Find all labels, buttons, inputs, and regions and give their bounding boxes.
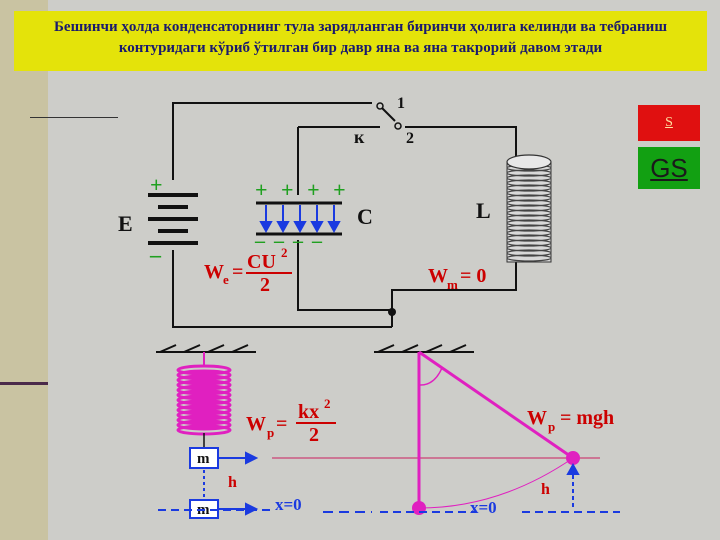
spring-h-label: h <box>228 474 237 491</box>
svg-text:=: = <box>232 261 243 283</box>
svg-text:CU: CU <box>247 251 276 273</box>
svg-text:2: 2 <box>309 424 319 446</box>
svg-text:2: 2 <box>324 396 331 411</box>
svg-text:W: W <box>204 261 224 283</box>
slide-title: Бешинчи ҳолда конденсаторнинг тула заряд… <box>14 11 707 71</box>
coil-ring <box>506 254 552 262</box>
spring-ring <box>176 409 232 421</box>
wire-to-coil-top <box>405 126 517 158</box>
battery-plus: + <box>150 172 163 197</box>
wm-formula: W m = 0 <box>428 265 486 292</box>
spring-coil <box>176 364 232 436</box>
svg-text:p: p <box>548 419 555 434</box>
coil-ring <box>506 179 552 187</box>
spring-ring <box>176 379 232 391</box>
battery-label: E <box>118 211 133 236</box>
mass-label: m <box>197 451 210 467</box>
pendulum-bob-raised <box>566 451 580 465</box>
spring-ceiling <box>156 344 256 353</box>
spring-arrow <box>218 451 259 516</box>
svg-text:e: e <box>223 272 229 287</box>
coil-ring <box>506 169 552 177</box>
spring-ring <box>176 374 232 386</box>
coil-ring <box>506 239 552 247</box>
coil-ring <box>506 234 552 242</box>
svg-text:m: m <box>447 277 458 292</box>
coil-ring <box>506 204 552 212</box>
spring-ring <box>176 369 232 381</box>
svg-text:kx: kx <box>298 401 319 423</box>
wire-coil-bottom <box>391 262 517 327</box>
coil-ring <box>506 194 552 202</box>
coil-ring <box>506 174 552 182</box>
switch-pos2-label: 2 <box>406 130 414 147</box>
coil-ring <box>506 199 552 207</box>
gs-button[interactable]: GS <box>638 147 700 189</box>
left-decor-line <box>0 382 48 385</box>
pendulum-height-arrow <box>566 462 580 510</box>
capacitor-field-arrows <box>259 205 341 234</box>
pendulum-swing-arc <box>418 457 574 509</box>
decor-line <box>30 117 118 118</box>
inductor-coil <box>506 154 552 263</box>
diagram-canvas <box>48 0 720 540</box>
svg-text:= 0: = 0 <box>460 265 486 287</box>
pendulum-string-raised <box>418 350 574 460</box>
capacitor-plus: + + + + <box>255 177 350 202</box>
wire-cap-bottom <box>297 240 392 311</box>
battery-minus: – <box>149 242 162 267</box>
we-formula: W e = CU 2 2 <box>204 245 292 296</box>
s-button[interactable]: S <box>638 105 700 141</box>
coil-ring <box>506 209 552 217</box>
wire-junction <box>388 308 396 316</box>
svg-text:W: W <box>428 265 448 287</box>
switch-label: к <box>354 127 365 147</box>
switch-contact-1 <box>376 102 384 110</box>
pendulum-x-zero: x=0 <box>470 498 497 517</box>
coil-ring <box>506 229 552 237</box>
spring-ring <box>176 419 232 431</box>
coil-ring <box>506 219 552 227</box>
spring-wp-formula: W p = kx 2 2 <box>246 396 336 446</box>
svg-text:W: W <box>527 407 547 429</box>
spring-ring <box>176 384 232 396</box>
pendulum-h-label: h <box>541 481 550 498</box>
coil-ring <box>506 189 552 197</box>
battery-symbol <box>148 193 198 245</box>
coil-ring <box>506 224 552 232</box>
svg-text:p: p <box>267 425 274 440</box>
spring-ring <box>176 399 232 411</box>
pendulum-angle-arc <box>418 367 443 386</box>
spring-x-zero: x=0 <box>275 495 302 514</box>
spring-ring <box>176 404 232 416</box>
spring-ring <box>176 414 232 426</box>
svg-text:W: W <box>246 413 266 435</box>
capacitor-minus: – – – – <box>254 230 324 252</box>
coil-ring <box>506 244 552 252</box>
wire-top <box>172 102 372 180</box>
svg-text:=: = <box>276 413 287 435</box>
svg-text:2: 2 <box>281 245 288 260</box>
pendulum-wp-formula: W p = mgh <box>527 407 614 434</box>
circuit-wires <box>172 102 517 328</box>
switch-arm <box>381 107 396 122</box>
capacitor-label: C <box>357 204 373 229</box>
spring-ring <box>176 394 232 406</box>
wire-bat-bottom <box>172 250 392 328</box>
switch-contact-2 <box>394 122 402 130</box>
left-decor-band <box>0 0 48 540</box>
svg-text:= mgh: = mgh <box>560 407 614 429</box>
spring-ring <box>176 364 232 376</box>
switch-pos1-label: 1 <box>397 95 405 112</box>
coil-ring <box>506 249 552 257</box>
spring-ring <box>176 389 232 401</box>
inductor-label: L <box>476 198 491 223</box>
svg-text:2: 2 <box>260 274 270 296</box>
coil-ring <box>506 184 552 192</box>
capacitor-symbol <box>256 201 342 236</box>
pendulum-ceiling <box>374 344 474 353</box>
coil-ring <box>506 214 552 222</box>
